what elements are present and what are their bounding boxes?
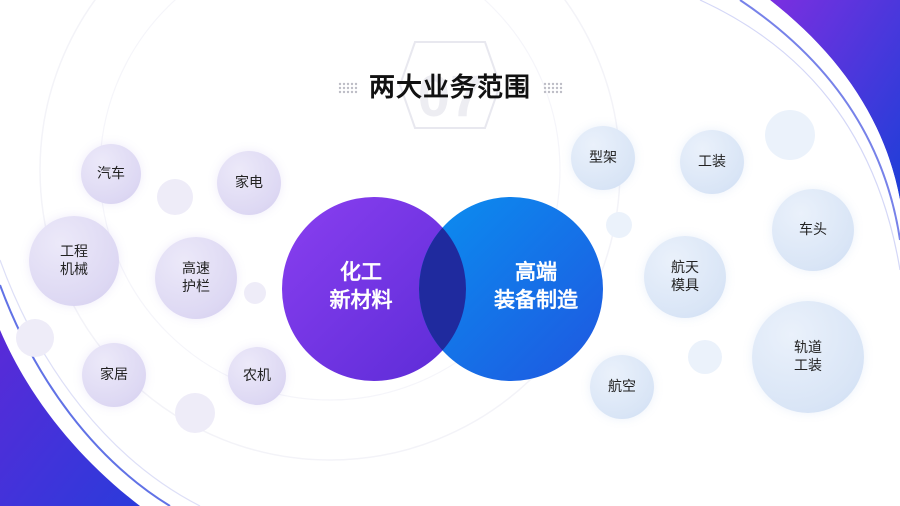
title-dots-left (338, 82, 358, 94)
bubble-car: 汽车 (81, 144, 141, 204)
venn-left-label: 化工 新材料 (329, 260, 393, 312)
bubble-appliance: 家电 (217, 151, 281, 215)
bottom-left-swoosh (0, 330, 140, 506)
bubble-agri-machinery: 农机 (228, 347, 286, 405)
bubble-tooling: 工装 (680, 130, 744, 194)
top-right-swoosh (770, 0, 900, 200)
bubble-guardrail: 高速 护栏 (155, 237, 237, 319)
deco-circle (765, 110, 815, 160)
title-dots-right (543, 82, 563, 94)
venn-left-circle (282, 197, 466, 381)
title-hexagon-outline (398, 41, 502, 129)
venn-right-circle (419, 197, 603, 381)
bubble-front: 车头 (772, 189, 854, 271)
deco-circle (157, 179, 193, 215)
deco-circle (244, 282, 266, 304)
bubble-frame: 型架 (571, 126, 635, 190)
deco-circle (16, 319, 54, 357)
deco-circle (606, 212, 632, 238)
bubble-furniture: 家居 (82, 343, 146, 407)
bubble-aerospace-mold: 航天 模具 (644, 236, 726, 318)
deco-circle (688, 340, 722, 374)
deco-circle (175, 393, 215, 433)
venn-right-label: 高端 装备制造 (494, 260, 578, 312)
page-title: 两大业务范围 (368, 73, 531, 103)
bubble-machinery: 工程 机械 (29, 216, 119, 306)
title-number-watermark: 07 (418, 64, 483, 129)
bubble-rail-tooling: 轨道 工装 (752, 301, 864, 413)
bubble-aviation: 航空 (590, 355, 654, 419)
